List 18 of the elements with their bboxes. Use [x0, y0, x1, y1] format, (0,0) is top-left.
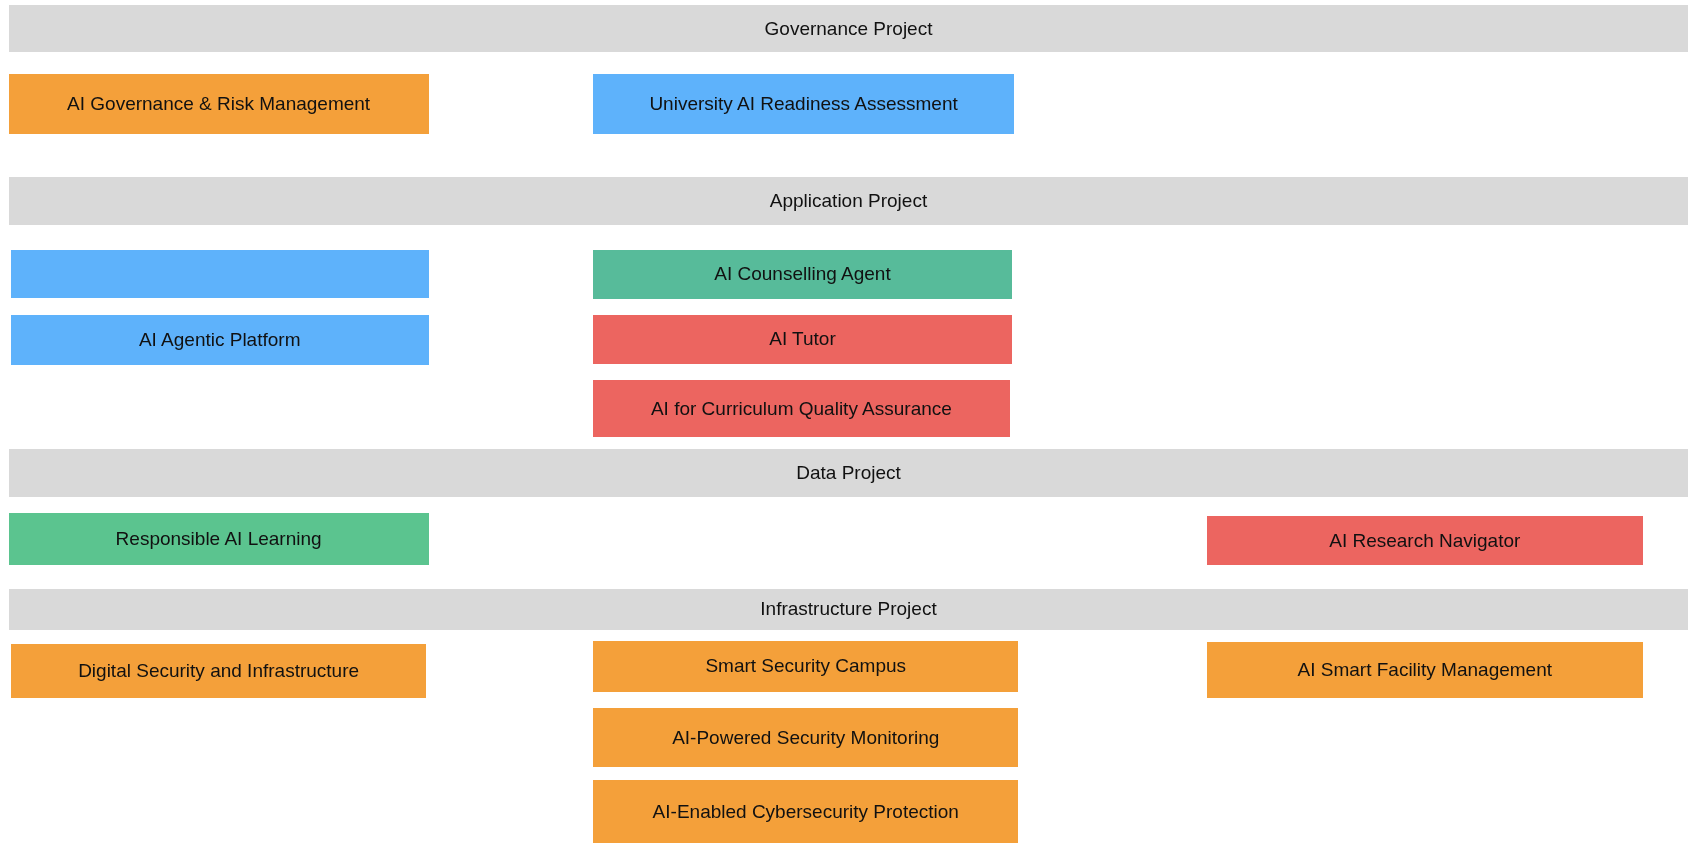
project-box: AI-Enabled Cybersecurity Protection [593, 780, 1019, 843]
project-box: AI Agentic Platform [10, 314, 429, 365]
section-band: Application Project [8, 177, 1689, 226]
project-box: AI for Curriculum Quality Assurance [593, 379, 1010, 438]
project-box: AI Counselling Agent [593, 250, 1012, 299]
project-box: University AI Readiness Assessment [593, 73, 1015, 135]
project-box: AI-Powered Security Monitoring [593, 707, 1019, 768]
project-box: Digital Security and Infrastructure [10, 643, 427, 699]
section-band: Infrastructure Project [8, 588, 1689, 630]
section-band: Governance Project [8, 5, 1689, 52]
project-box: Smart Security Campus [593, 640, 1019, 692]
project-box [10, 250, 429, 298]
project-box: AI Governance & Risk Management [8, 73, 429, 135]
project-box: AI Smart Facility Management [1206, 641, 1643, 699]
project-box: Responsible AI Learning [8, 513, 429, 565]
section-band: Data Project [8, 449, 1689, 497]
project-box: AI Research Navigator [1206, 516, 1643, 565]
project-box: AI Tutor [593, 314, 1012, 364]
